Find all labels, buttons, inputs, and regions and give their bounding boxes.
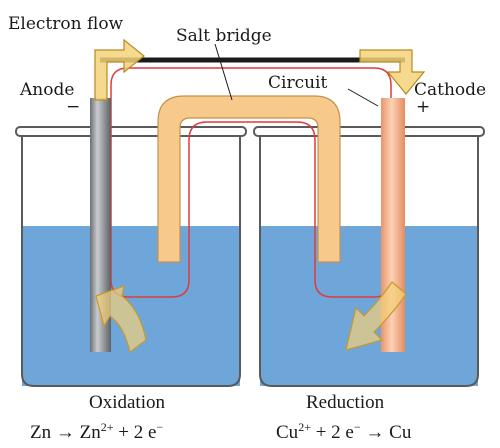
- left-beaker: [21, 136, 241, 387]
- reduction-eq-part-c: → Cu: [361, 422, 412, 443]
- oxidation-eq-charge: 2+: [101, 420, 114, 434]
- anode-electrode: [90, 98, 111, 352]
- anode-sign: −: [66, 97, 80, 117]
- salt-bridge-pointer: [214, 43, 233, 101]
- anode-label: Anode: [19, 80, 74, 100]
- left-beaker-rim: [15, 126, 247, 137]
- reduction-eq-part-a: Cu: [276, 422, 299, 443]
- salt-bridge: [157, 95, 341, 263]
- oxidation-eq-electron-charge: −: [156, 420, 163, 434]
- circuit-pointer: [347, 88, 379, 107]
- oxidation-eq-part-b: + 2 e: [114, 422, 157, 443]
- cathode-label: Cathode: [414, 80, 486, 100]
- oxidation-equation: Zn → Zn2+ + 2 e−: [30, 420, 163, 443]
- reduction-eq-part-b: + 2 e: [311, 422, 354, 443]
- right-beaker-rim: [253, 126, 485, 137]
- salt-bridge-label: Salt bridge: [176, 26, 272, 46]
- electron-flow-arrow-right: [359, 49, 426, 95]
- right-solution: [260, 226, 478, 386]
- electron-flow-arrow-left: [94, 38, 145, 101]
- circuit-loop: [110, 67, 392, 298]
- cathode-sign: +: [416, 97, 430, 117]
- reduction-equation: Cu2+ + 2 e− → Cu: [276, 420, 412, 443]
- oxidation-title: Oxidation: [89, 392, 165, 413]
- circuit-label: Circuit: [268, 73, 327, 93]
- reduction-title: Reduction: [306, 392, 385, 413]
- reduction-arrow: [345, 281, 407, 351]
- oxidation-arrow: [95, 285, 147, 354]
- right-beaker: [259, 136, 479, 387]
- electron-flow-label: Electron flow: [8, 14, 124, 34]
- reduction-eq-electron-charge: −: [354, 420, 361, 434]
- reduction-eq-charge: 2+: [298, 420, 311, 434]
- oxidation-eq-part-a: Zn → Zn: [30, 422, 101, 443]
